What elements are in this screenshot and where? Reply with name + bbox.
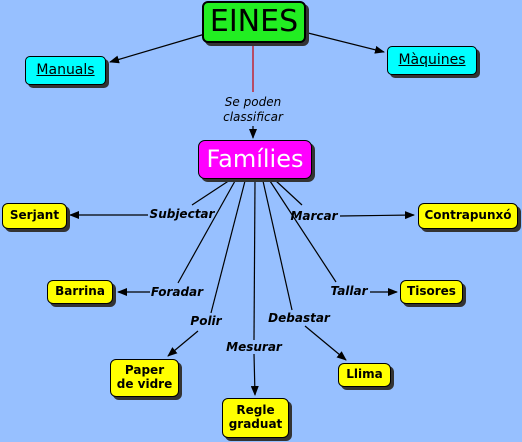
connector-families-foradar [177, 180, 236, 284]
link-label-marcar: Marcar [290, 209, 338, 223]
link-label-mesurar: Mesurar [226, 340, 282, 354]
concept-manuals[interactable]: Manuals [25, 56, 106, 85]
connector-mesurar-regle [250, 353, 259, 396]
link-label-subjectar: Subjectar [149, 207, 215, 221]
concept-contrapunxo[interactable]: Contrapunxó [418, 203, 518, 229]
concept-barrina[interactable]: Barrina [47, 280, 113, 304]
link-label-polir: Polir [190, 314, 222, 328]
concept-families[interactable]: Famílies [198, 140, 312, 179]
link-label-debastar: Debastar [268, 311, 330, 325]
connector-families-polir [210, 180, 246, 314]
connector-eines-manuals [109, 33, 206, 64]
connector-debastar-llima [304, 325, 347, 361]
concept-paper-de-vidre[interactable]: Paper de vidre [110, 359, 179, 397]
concept-llima[interactable]: Llima [338, 363, 391, 387]
concept-regle-graduat[interactable]: Regle graduat [222, 398, 289, 438]
connector-marcar-contrapunxo [339, 211, 415, 220]
connector-families-debastar [262, 180, 293, 311]
connector-families-subjectar [191, 179, 231, 206]
connector-families-marcar [274, 179, 303, 206]
connector-polir-paper [167, 330, 199, 357]
concept-tisores[interactable]: Tisores [400, 280, 463, 304]
concept-serjant[interactable]: Serjant [2, 203, 67, 229]
concept-eines[interactable]: EINES [202, 1, 306, 43]
connector-families-tallar [269, 180, 337, 283]
link-label-tallar: Tallar [330, 284, 368, 298]
link-label-foradar: Foradar [150, 285, 204, 299]
concept-maquines[interactable]: Màquines [387, 46, 477, 75]
connector-eines-maquines [303, 31, 385, 54]
link-label-se-poden-classificar: Se poden classificar [223, 95, 283, 124]
connector-families-mesurar [253, 180, 256, 341]
